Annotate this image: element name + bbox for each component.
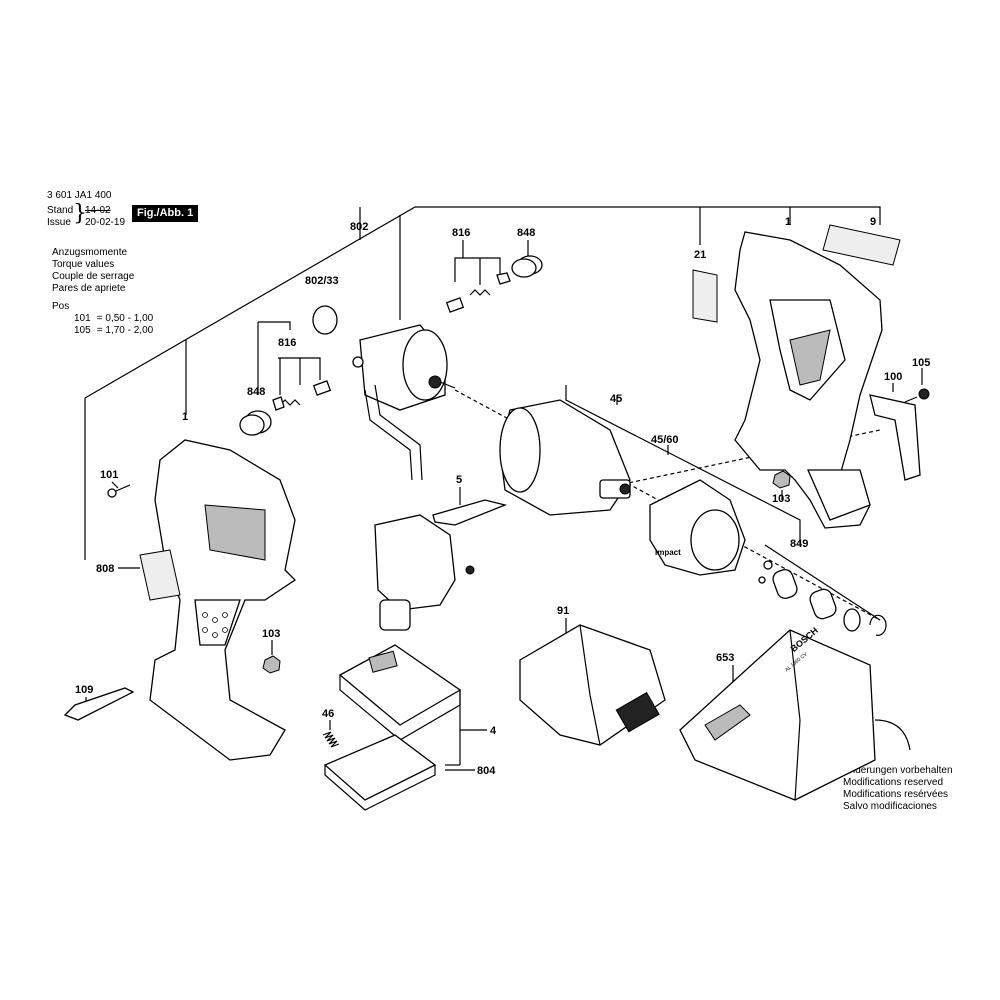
callout-9: 9	[870, 216, 876, 228]
switch-assembly	[374, 514, 475, 631]
label-808	[139, 549, 181, 601]
revision-block: Stand 14-02 Issue 20-02-19 }	[47, 201, 126, 229]
contact-plate-804	[323, 734, 437, 811]
nut-103-right	[772, 470, 791, 489]
callout-816: 816	[278, 337, 296, 349]
torque-line-es: Pares de apriete	[52, 283, 126, 294]
screw-101	[107, 484, 131, 498]
motor-802	[352, 324, 456, 481]
figure-label: Fig./Abb. 1	[132, 205, 199, 222]
callout-1: 1	[182, 411, 188, 423]
issue-label: Issue	[47, 217, 71, 228]
slider-5	[432, 499, 508, 526]
callout-4: 4	[490, 725, 497, 737]
callout-1: 1	[785, 216, 791, 228]
modifications-line: Salvo modificaciones	[843, 801, 937, 812]
callout-91: 91	[557, 605, 569, 617]
callout-109: 109	[75, 684, 93, 696]
rubber-boot-45-60: Impact	[649, 479, 746, 576]
callout-45-60: 45/60	[651, 434, 679, 446]
callout-816: 816	[452, 227, 470, 239]
housing-right-half	[734, 231, 883, 529]
stand-label: Stand	[47, 205, 74, 216]
callout-653: 653	[716, 652, 734, 664]
callout-45: 45	[610, 393, 622, 405]
modifications-line: Modifications resérvées	[843, 789, 949, 800]
torque-values: Anzugsmomente Torque values Couple de se…	[52, 247, 153, 337]
callout-804: 804	[477, 765, 496, 777]
gear-housing-45	[499, 399, 631, 516]
callout-5: 5	[456, 474, 462, 486]
anvil-parts-849	[758, 560, 887, 636]
belt-clip-100	[869, 394, 921, 481]
electronics-module-4	[338, 644, 462, 741]
old-date: 14-02	[85, 205, 111, 216]
modifications-note: Änderungen vorbehalten Modifications res…	[843, 765, 953, 813]
torque-pos: 101	[74, 313, 91, 324]
charger-653: BOSCH AL 1860 CV	[679, 625, 911, 801]
callout-808: 808	[96, 563, 114, 575]
torque-line-fr: Couple de serrage	[52, 271, 135, 282]
callout-labels: 802 816 848 1 9 21 802/33 816 848 1 101 …	[75, 216, 930, 777]
torque-line-de: Anzugsmomente	[52, 247, 128, 258]
callout-802-33: 802/33	[305, 275, 339, 287]
o-ring-802-33	[312, 305, 338, 335]
spring-46	[322, 731, 340, 748]
torque-line-en: Torque values	[52, 259, 115, 270]
label-21	[692, 269, 718, 323]
screwdriver-bit-109	[63, 687, 135, 721]
callout-848: 848	[247, 386, 265, 398]
brace-icon: }	[73, 201, 87, 226]
callout-46: 46	[322, 708, 334, 720]
brush-set-816-top	[445, 272, 511, 313]
modifications-line: Modifications reserved	[843, 777, 944, 788]
callout-849: 849	[790, 538, 808, 550]
brush-cap-848-left	[239, 410, 272, 436]
callout-101: 101	[100, 469, 118, 481]
nut-103-left	[262, 655, 281, 674]
callout-802: 802	[350, 221, 368, 233]
torque-pos: 105	[74, 325, 91, 336]
torque-value: = 0,50 - 1,00	[96, 313, 154, 324]
callout-100: 100	[884, 371, 902, 383]
callout-103: 103	[262, 628, 280, 640]
label-sheet-9	[822, 224, 901, 266]
battery-91	[519, 624, 666, 746]
torque-pos-label: Pos	[52, 301, 70, 312]
brush-set-816-left	[272, 380, 332, 411]
callout-21: 21	[694, 249, 706, 261]
callout-105: 105	[912, 357, 930, 369]
document-number: 3 601 JA1 400	[47, 190, 112, 201]
screw-105	[904, 388, 930, 403]
callout-848: 848	[517, 227, 535, 239]
torque-row: 105 = 1,70 - 2,00	[74, 325, 153, 337]
modifications-line: Änderungen vorbehalten	[843, 765, 953, 776]
torque-value: = 1,70 - 2,00	[96, 325, 154, 336]
torque-row: 101 = 0,50 - 1,00	[74, 313, 153, 325]
brush-cap-848-top	[511, 255, 543, 278]
impact-marking: Impact	[655, 548, 681, 557]
callout-103: 103	[772, 493, 790, 505]
housing-left-half	[149, 439, 297, 761]
new-date: 20-02-19	[85, 217, 126, 228]
